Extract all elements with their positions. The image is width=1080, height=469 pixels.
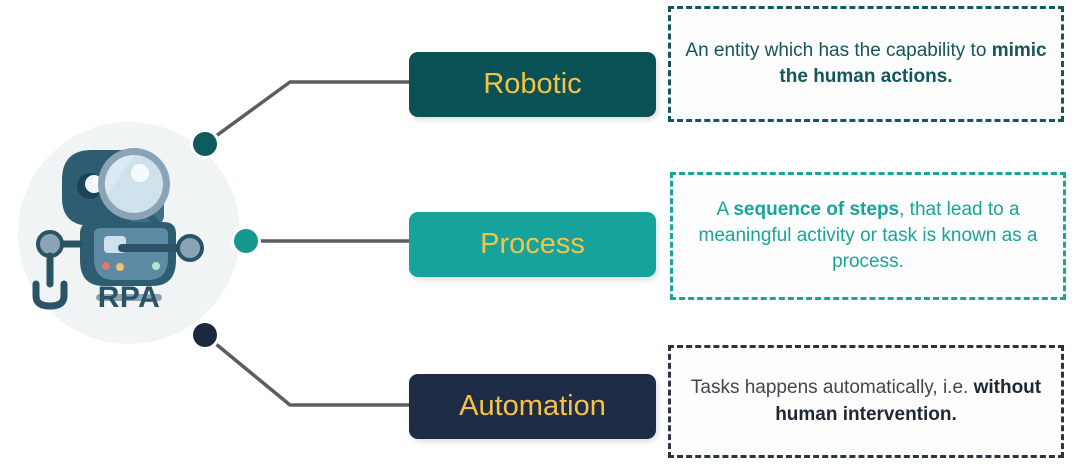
description-text-automation: Tasks happens automatically, i.e. withou… [690,377,1042,425]
term-pill-process[interactable]: Process [409,212,656,277]
description-box-process: A sequence of steps, that lead to a mean… [670,172,1066,300]
branch-node-dot-robotic[interactable] [193,132,217,156]
hub-label: RPA [97,281,161,314]
term-label-process: Process [480,228,585,260]
description-text-process: A sequence of steps, that lead to a mean… [698,198,1038,273]
term-label-robotic: Robotic [483,68,582,100]
description-box-automation: Tasks happens automatically, i.e. withou… [668,345,1064,458]
term-pill-robotic[interactable]: Robotic [409,52,656,117]
description-text-robotic: An entity which has the capability to mi… [685,39,1047,87]
term-label-automation: Automation [459,390,606,422]
robot-with-magnifier-icon [32,148,204,310]
description-box-robotic: An entity which has the capability to mi… [668,6,1064,122]
branch-node-dot-process[interactable] [234,229,258,253]
branch-node-dot-automation[interactable] [193,323,217,347]
term-pill-automation[interactable]: Automation [409,374,656,439]
